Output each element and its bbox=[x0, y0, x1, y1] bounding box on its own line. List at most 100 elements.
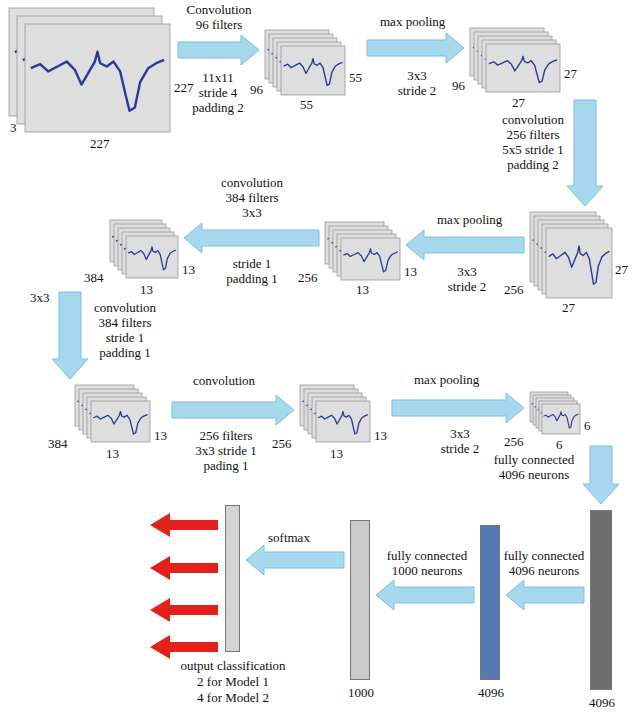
parameter-label: 3x3 bbox=[30, 290, 50, 305]
feature-map-sheets bbox=[9, 8, 170, 132]
layer-bar: output classification2 for Model 14 for … bbox=[225, 505, 240, 652]
feature-map-sheet bbox=[486, 44, 560, 92]
layer-size-label: 4096 bbox=[478, 685, 504, 700]
dimension-label: 256 bbox=[504, 434, 524, 449]
feature-map-sheet bbox=[25, 24, 170, 132]
operation-label: convolution 384 filters 3x3 bbox=[216, 175, 288, 220]
feature-map-stack: 965555 bbox=[265, 30, 345, 95]
feature-map-sheets bbox=[75, 385, 150, 442]
feature-map bbox=[316, 401, 370, 442]
flow-arrow bbox=[367, 33, 464, 63]
signal-trace bbox=[93, 412, 147, 434]
signal-trace bbox=[343, 249, 397, 272]
flow-arrow bbox=[406, 230, 524, 260]
feature-map bbox=[486, 44, 560, 92]
dimension-label: 27 bbox=[562, 300, 575, 315]
dimension-label: 6 bbox=[584, 418, 591, 433]
layer-size-label: 4096 bbox=[589, 695, 615, 710]
dimension-label: 227 bbox=[90, 136, 110, 151]
feature-map bbox=[281, 46, 345, 95]
feature-map-sheets bbox=[110, 220, 178, 278]
flow-arrow bbox=[583, 446, 619, 504]
feature-map bbox=[546, 228, 612, 298]
dimension-label: 13 bbox=[356, 282, 369, 297]
feature-map-sheet bbox=[126, 236, 178, 278]
operation-label: convolution 256 filters 5x5 stride 1 pad… bbox=[502, 112, 564, 172]
dimension-label: 256 bbox=[298, 270, 318, 285]
feature-map-sheet bbox=[91, 401, 150, 442]
feature-map-stack: 2561313 bbox=[300, 385, 370, 442]
feature-map-sheets bbox=[325, 222, 400, 280]
feature-map-sheet bbox=[542, 404, 580, 434]
dimension-label: 13 bbox=[404, 264, 417, 279]
feature-map bbox=[542, 404, 580, 434]
signal-trace bbox=[284, 59, 343, 86]
output-arrow bbox=[150, 598, 218, 622]
layer-bar: 4096 bbox=[590, 510, 612, 690]
feature-map-stack: 2562727 bbox=[530, 212, 612, 298]
feature-map-stack: 3841313 bbox=[110, 220, 178, 278]
dimension-label: 55 bbox=[300, 97, 313, 112]
dimension-label: 384 bbox=[84, 270, 104, 285]
dimension-label: 13 bbox=[374, 428, 387, 443]
operation-label: convolution bbox=[193, 373, 255, 388]
dimension-label: 27 bbox=[615, 262, 628, 277]
signal-trace bbox=[489, 56, 557, 82]
signal-trace bbox=[31, 52, 164, 111]
feature-map-stack: 3841313 bbox=[75, 385, 150, 442]
parameter-label: 11x11 stride 4 padding 2 bbox=[190, 70, 246, 115]
signal-trace bbox=[128, 247, 176, 270]
flow-arrow bbox=[567, 100, 603, 206]
feature-map-sheet bbox=[316, 401, 370, 442]
feature-map-stack: 2561313 bbox=[325, 222, 400, 280]
feature-map bbox=[91, 401, 150, 442]
dimension-label: 27 bbox=[512, 95, 525, 110]
flow-arrow bbox=[506, 580, 584, 610]
flow-arrow bbox=[172, 395, 294, 425]
dimension-label: 256 bbox=[504, 282, 524, 297]
flow-arrow bbox=[184, 223, 319, 253]
feature-map-sheet bbox=[546, 228, 612, 298]
layer-size-label: output classification bbox=[158, 658, 308, 673]
parameter-label: 3x3 stride 2 bbox=[395, 68, 439, 98]
operation-label: Convolution 96 filters bbox=[183, 2, 255, 32]
layer-bar: 1000 bbox=[350, 520, 370, 680]
dimension-label: 256 bbox=[272, 436, 292, 451]
dimension-label: 27 bbox=[564, 66, 577, 81]
output-arrow bbox=[150, 635, 218, 659]
operation-label: convolution 384 filters stride 1 padding… bbox=[92, 300, 158, 360]
operation-label: fully connected 4096 neurons bbox=[500, 548, 588, 578]
feature-map-stack: 962727 bbox=[470, 28, 560, 92]
feature-map bbox=[126, 236, 178, 278]
operation-label: max pooling bbox=[380, 14, 445, 29]
operation-label: max pooling bbox=[414, 372, 479, 387]
feature-map-sheet bbox=[281, 46, 345, 95]
feature-map-sheets bbox=[300, 385, 370, 442]
dimension-label: 13 bbox=[106, 446, 119, 461]
feature-map-sheets bbox=[470, 28, 560, 92]
output-arrow bbox=[150, 556, 218, 580]
operation-label: max pooling bbox=[437, 212, 502, 227]
operation-label: fully connected 4096 neurons bbox=[488, 452, 580, 482]
feature-map-sheets bbox=[265, 30, 345, 95]
dimension-label: 55 bbox=[349, 70, 362, 85]
dimension-label: 96 bbox=[452, 78, 465, 93]
layer-bar: 4096 bbox=[480, 525, 500, 680]
signal-trace bbox=[549, 246, 610, 284]
layer-size-label: 1000 bbox=[348, 685, 374, 700]
feature-map-sheets bbox=[530, 392, 580, 434]
operation-label: fully connected 1000 neurons bbox=[380, 548, 474, 578]
dimension-label: 384 bbox=[48, 436, 68, 451]
dimension-label: 13 bbox=[330, 446, 343, 461]
dimension-label: 3 bbox=[10, 120, 17, 135]
flow-arrow bbox=[376, 580, 474, 610]
signal-trace bbox=[544, 412, 579, 428]
output-arrow bbox=[150, 513, 218, 537]
parameter-label: 256 filters 3x3 stride 1 pading 1 bbox=[190, 428, 262, 473]
flow-arrow bbox=[178, 35, 259, 65]
feature-map-sheet bbox=[341, 238, 400, 280]
feature-map-sheets bbox=[530, 212, 612, 298]
parameter-label: 3x3 stride 2 bbox=[445, 264, 489, 294]
flow-arrow bbox=[246, 545, 344, 575]
parameter-label: stride 1 padding 1 bbox=[222, 256, 282, 286]
